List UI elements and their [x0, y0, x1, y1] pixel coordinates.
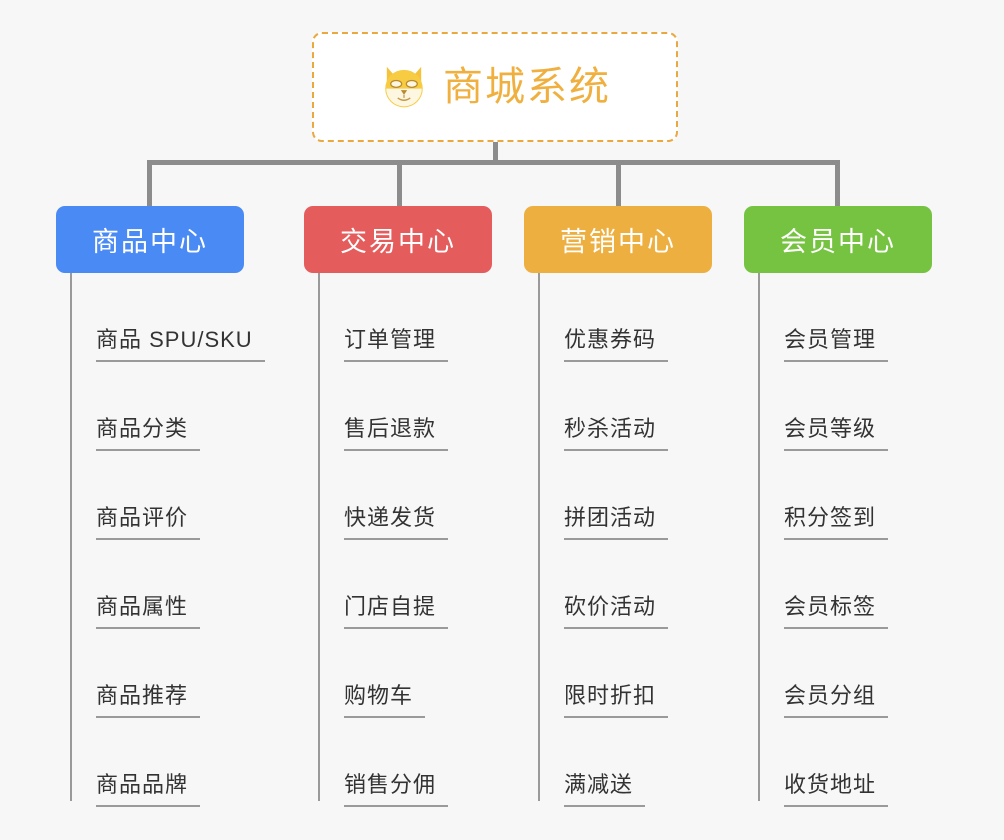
branch-header-label-3: 营销中心 [560, 227, 676, 257]
branch-header-label-4: 会员中心 [780, 227, 896, 257]
leaf-item[interactable]: 收货地址 [760, 718, 889, 807]
leaf-label: 优惠券码 [564, 327, 669, 362]
branch-body-3: 优惠券码 秒杀活动 拼团活动 砍价活动 限时折扣 满减送 [538, 273, 744, 807]
branch-column-2: 交易中心 订单管理 售后退款 快递发货 门店自提 购物车 销售分佣 [304, 206, 524, 807]
leaf-item[interactable]: 快递发货 [320, 451, 449, 540]
leaf-item[interactable]: 购物车 [320, 629, 426, 718]
leaf-label: 收货地址 [784, 772, 889, 807]
leaf-label: 商品 SPU/SKU [96, 327, 265, 362]
leaf-label: 会员标签 [784, 594, 889, 629]
leaf-item[interactable]: 门店自提 [320, 540, 449, 629]
branch-body-2: 订单管理 售后退款 快递发货 门店自提 购物车 销售分佣 [318, 273, 524, 807]
connector-bus [147, 160, 835, 165]
connector-stem [493, 142, 498, 163]
leaf-label: 会员管理 [784, 327, 889, 362]
leaf-item[interactable]: 会员等级 [760, 362, 889, 451]
leaf-item[interactable]: 商品品牌 [72, 718, 201, 807]
leaf-label: 快递发货 [344, 505, 449, 540]
connector-drop-2 [397, 160, 402, 206]
leaf-label: 商品属性 [96, 594, 201, 629]
leaf-item[interactable]: 会员标签 [760, 540, 889, 629]
branch-column-4: 会员中心 会员管理 会员等级 积分签到 会员标签 会员分组 收货地址 [744, 206, 964, 807]
branch-header-1[interactable]: 商品中心 [56, 206, 244, 273]
leaf-item[interactable]: 售后退款 [320, 362, 449, 451]
branch-header-label-1: 商品中心 [92, 227, 208, 257]
leaf-label: 商品评价 [96, 505, 201, 540]
leaf-label: 售后退款 [344, 416, 449, 451]
branch-column-3: 营销中心 优惠券码 秒杀活动 拼团活动 砍价活动 限时折扣 满减送 [524, 206, 744, 807]
leaf-label: 秒杀活动 [564, 416, 669, 451]
leaf-label: 积分签到 [784, 505, 889, 540]
leaf-label: 商品品牌 [96, 772, 201, 807]
leaf-item[interactable]: 积分签到 [760, 451, 889, 540]
leaf-item[interactable]: 会员分组 [760, 629, 889, 718]
connector-drop-3 [616, 160, 621, 206]
leaf-label: 门店自提 [344, 594, 449, 629]
branch-header-3[interactable]: 营销中心 [524, 206, 712, 273]
root-title: 商城系统 [443, 65, 611, 109]
leaf-item[interactable]: 商品评价 [72, 451, 201, 540]
leaf-label: 砍价活动 [564, 594, 669, 629]
connector-drop-1 [147, 160, 152, 206]
branch-body-1: 商品 SPU/SKU 商品分类 商品评价 商品属性 商品推荐 商品品牌 [70, 273, 276, 807]
branch-header-4[interactable]: 会员中心 [744, 206, 932, 273]
leaf-item[interactable]: 限时折扣 [540, 629, 669, 718]
leaf-item[interactable]: 商品 SPU/SKU [72, 273, 265, 362]
leaf-item[interactable]: 商品属性 [72, 540, 201, 629]
dog-face-icon [385, 66, 423, 109]
connector-drop-4 [835, 160, 840, 206]
leaf-label: 订单管理 [344, 327, 449, 362]
root-node[interactable]: 商城系统 [312, 32, 678, 142]
leaf-label: 商品分类 [96, 416, 201, 451]
branch-body-4: 会员管理 会员等级 积分签到 会员标签 会员分组 收货地址 [758, 273, 964, 807]
leaf-item[interactable]: 销售分佣 [320, 718, 449, 807]
leaf-item[interactable]: 砍价活动 [540, 540, 669, 629]
leaf-label: 商品推荐 [96, 683, 201, 718]
leaf-label: 拼团活动 [564, 505, 669, 540]
leaf-item[interactable]: 优惠券码 [540, 273, 669, 362]
leaf-item[interactable]: 商品分类 [72, 362, 201, 451]
leaf-label: 销售分佣 [344, 772, 449, 807]
leaf-item[interactable]: 订单管理 [320, 273, 449, 362]
leaf-item[interactable]: 秒杀活动 [540, 362, 669, 451]
branch-header-label-2: 交易中心 [340, 227, 456, 257]
leaf-label: 购物车 [344, 683, 426, 718]
leaf-item[interactable]: 商品推荐 [72, 629, 201, 718]
branch-header-2[interactable]: 交易中心 [304, 206, 492, 273]
branch-column-1: 商品中心 商品 SPU/SKU 商品分类 商品评价 商品属性 商品推荐 商品品牌 [56, 206, 276, 807]
leaf-label: 会员分组 [784, 683, 889, 718]
leaf-label: 限时折扣 [564, 683, 669, 718]
leaf-label: 满减送 [564, 772, 646, 807]
leaf-item[interactable]: 会员管理 [760, 273, 889, 362]
leaf-item[interactable]: 满减送 [540, 718, 646, 807]
leaf-label: 会员等级 [784, 416, 889, 451]
leaf-item[interactable]: 拼团活动 [540, 451, 669, 540]
